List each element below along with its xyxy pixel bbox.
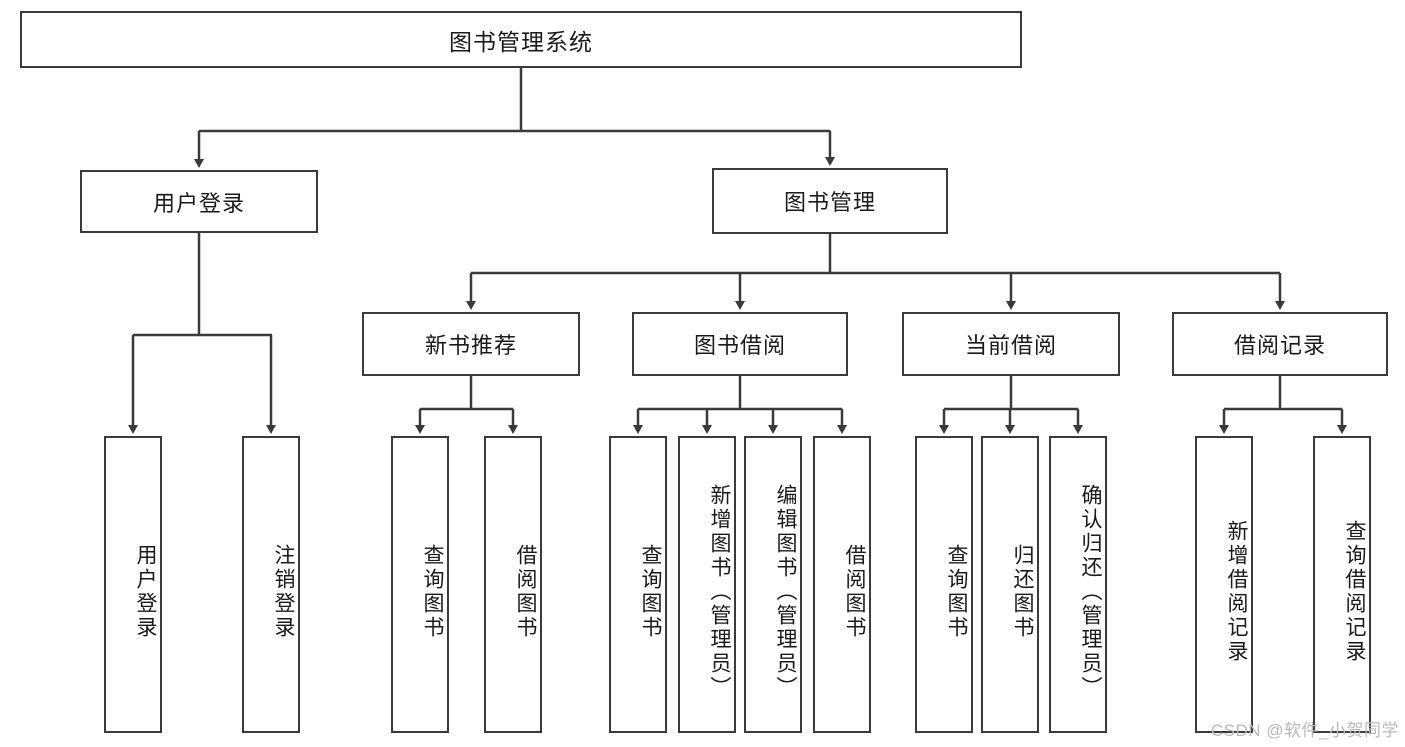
node-new-book-recommend[interactable]: 新书推荐: [362, 312, 580, 376]
leaf-add-borrow-record[interactable]: 新增借阅记录: [1195, 436, 1253, 733]
node-book-management[interactable]: 图书管理: [712, 168, 948, 234]
leaf-confirm-return-admin[interactable]: 确认归还（管理员）: [1049, 436, 1107, 733]
leaf-borrow-book[interactable]: 借阅图书: [813, 436, 871, 733]
node-root[interactable]: 图书管理系统: [20, 11, 1022, 68]
node-book-borrow[interactable]: 图书借阅: [632, 312, 848, 376]
leaf-logout[interactable]: 注销登录: [242, 436, 300, 733]
node-current-borrow[interactable]: 当前借阅: [902, 312, 1120, 376]
leaf-borrow-book-recommend[interactable]: 借阅图书: [484, 436, 542, 733]
watermark-text: CSDN @软件_小贺同学: [1210, 721, 1399, 740]
leaf-add-book-admin[interactable]: 新增图书（管理员）: [678, 436, 736, 733]
node-user-login[interactable]: 用户登录: [80, 170, 318, 233]
leaf-return-book[interactable]: 归还图书: [981, 436, 1039, 733]
leaf-query-borrow-record[interactable]: 查询借阅记录: [1313, 436, 1371, 733]
leaf-user-login[interactable]: 用户登录: [104, 436, 162, 733]
leaf-query-book-current[interactable]: 查询图书: [915, 436, 973, 733]
node-borrow-record[interactable]: 借阅记录: [1172, 312, 1388, 376]
leaf-query-book-borrow[interactable]: 查询图书: [609, 436, 667, 733]
leaf-edit-book-admin[interactable]: 编辑图书（管理员）: [744, 436, 802, 733]
leaf-query-book-recommend[interactable]: 查询图书: [391, 436, 449, 733]
